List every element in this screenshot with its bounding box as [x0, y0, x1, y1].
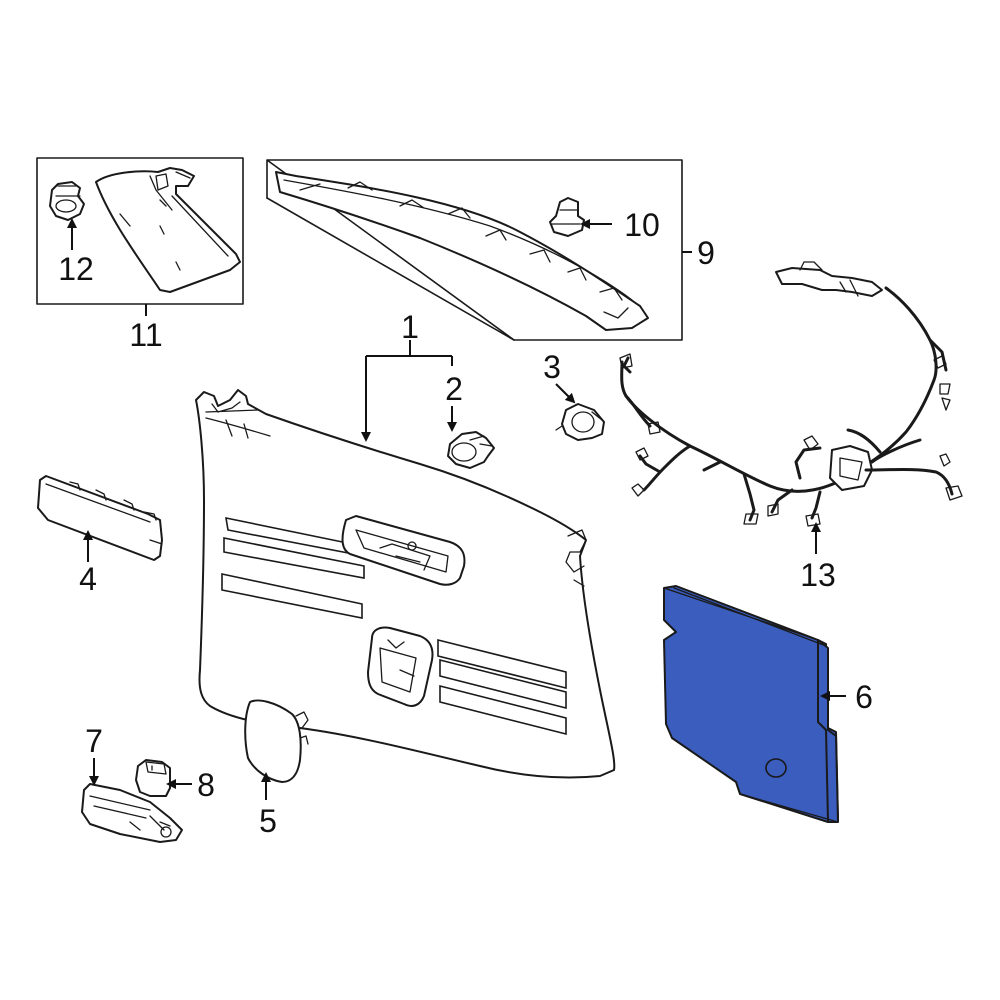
callout-1[interactable]: 1	[401, 309, 419, 345]
part-6-pad[interactable]	[663, 585, 839, 823]
callout-13[interactable]: 13	[800, 557, 836, 593]
part-5-cap[interactable]	[244, 699, 309, 783]
callout-9[interactable]: 9	[697, 235, 715, 271]
callout-11[interactable]: 11	[129, 317, 162, 353]
part-6-hole	[765, 758, 787, 778]
callout-12[interactable]: 12	[58, 251, 94, 287]
group-box-11	[36, 157, 244, 305]
part-2-clip[interactable]	[447, 431, 495, 469]
part-9-header-trim[interactable]	[275, 171, 649, 331]
callout-5[interactable]: 5	[259, 803, 277, 839]
part-13-wire-harness[interactable]	[619, 261, 963, 527]
callout-10[interactable]: 10	[624, 207, 660, 243]
part-12-clip[interactable]	[49, 181, 85, 221]
leader-lines	[67, 218, 846, 800]
part-3-clip[interactable]	[555, 403, 605, 441]
part-6-pad-face	[663, 585, 839, 823]
callout-8[interactable]: 8	[197, 767, 215, 803]
callout-3[interactable]: 3	[543, 349, 561, 385]
part-7-handle[interactable]	[81, 783, 183, 843]
part-8-switch[interactable]	[135, 759, 171, 797]
callout-4[interactable]: 4	[79, 561, 97, 597]
callout-6[interactable]: 6	[855, 679, 873, 715]
part-4-cover[interactable]	[37, 475, 163, 561]
part-11-trim[interactable]	[95, 167, 241, 293]
group-box-9	[266, 159, 683, 341]
part-1-liftgate-trim-panel[interactable]	[195, 389, 616, 779]
callout-7[interactable]: 7	[85, 723, 103, 759]
callout-2[interactable]: 2	[445, 371, 463, 407]
callout-numbers: 1 2 3 4 5 6 7 8 9 10 11 12 13	[58, 207, 873, 839]
part-10-clip[interactable]	[549, 197, 585, 237]
